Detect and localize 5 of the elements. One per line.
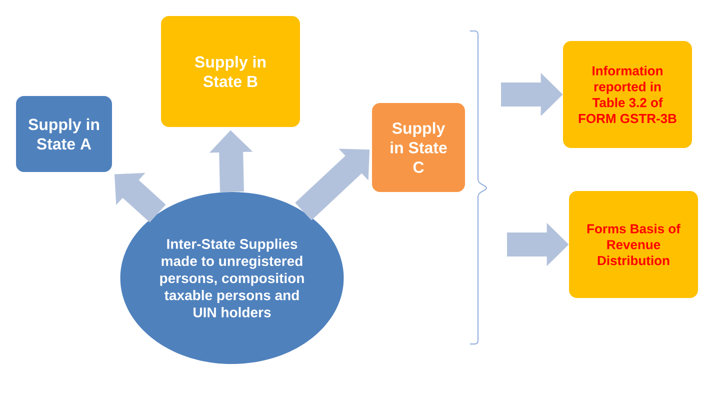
rounded-box: Supply in State B bbox=[161, 16, 300, 127]
rounded-box: Supply in State C bbox=[372, 103, 465, 192]
rounded-box: Supply in State A bbox=[16, 96, 112, 172]
rounded-box: Forms Basis of Revenue Distribution bbox=[569, 191, 698, 298]
rounded-box: Information reported in Table 3.2 of FORM GSTR-3B bbox=[563, 41, 692, 148]
